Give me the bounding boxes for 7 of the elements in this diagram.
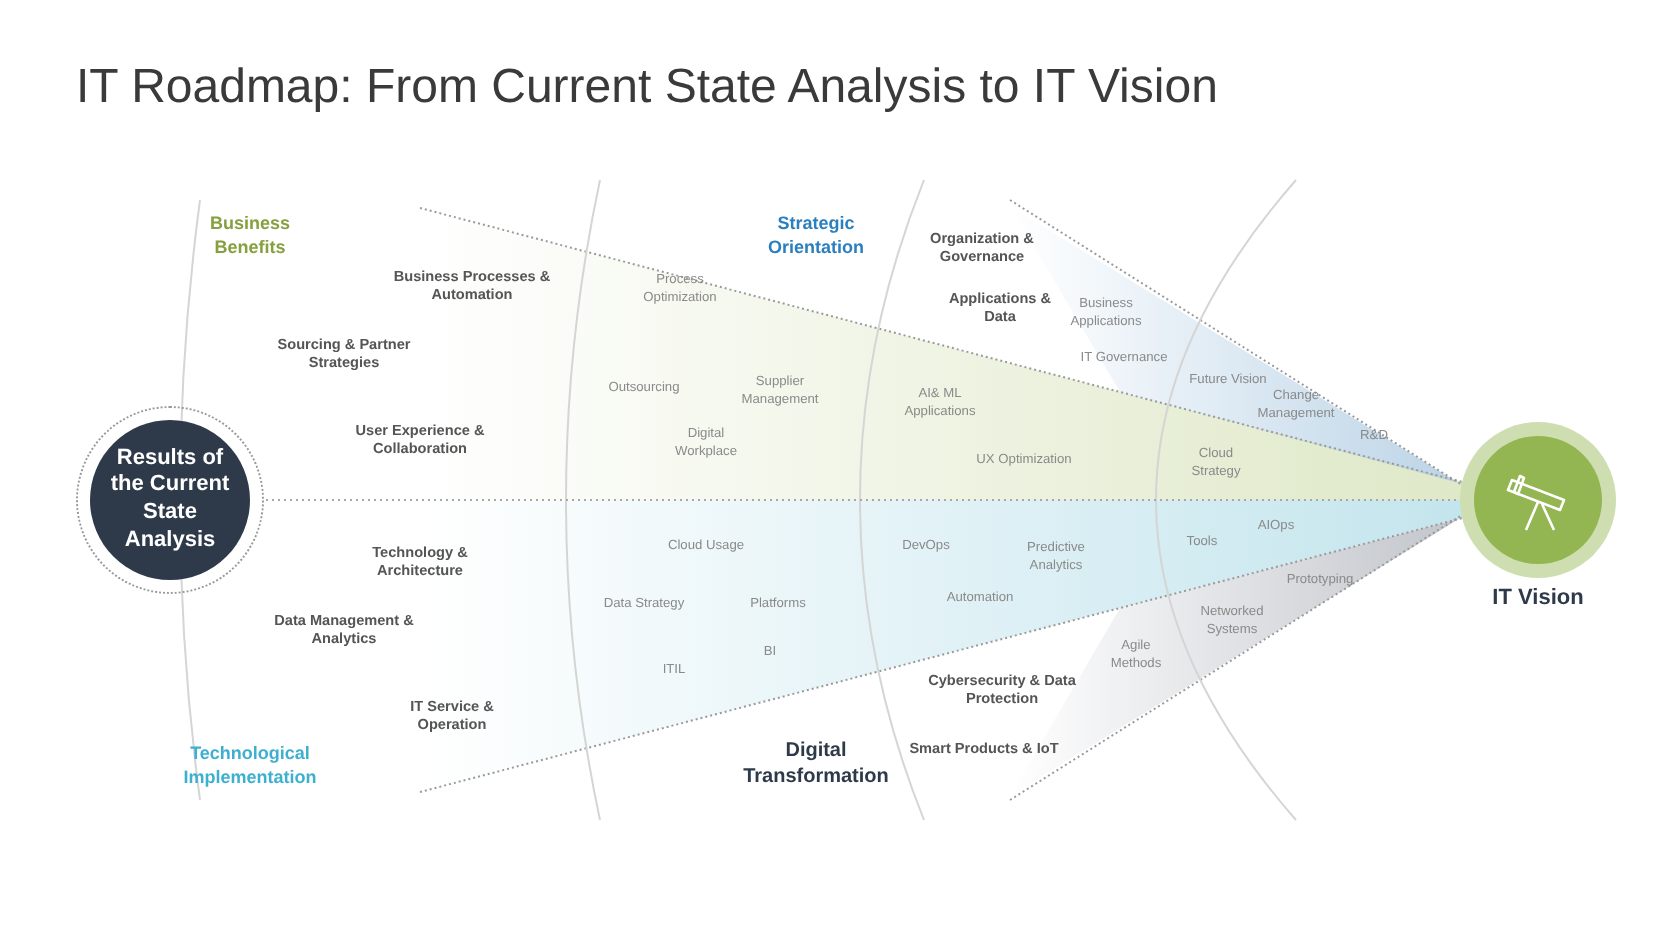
section-heading: Business Benefits — [207, 212, 293, 260]
section-heading: Strategic Orientation — [765, 212, 866, 260]
node-title: IT Vision — [1490, 586, 1586, 610]
node-title: Results of the Current State Analysis — [108, 445, 232, 555]
page-title: IT Roadmap: From Current State Analysis to IT Vision — [76, 60, 1218, 116]
section-heading: Digital Transformation — [741, 738, 891, 790]
section-heading: Technological Implementation — [181, 742, 319, 790]
